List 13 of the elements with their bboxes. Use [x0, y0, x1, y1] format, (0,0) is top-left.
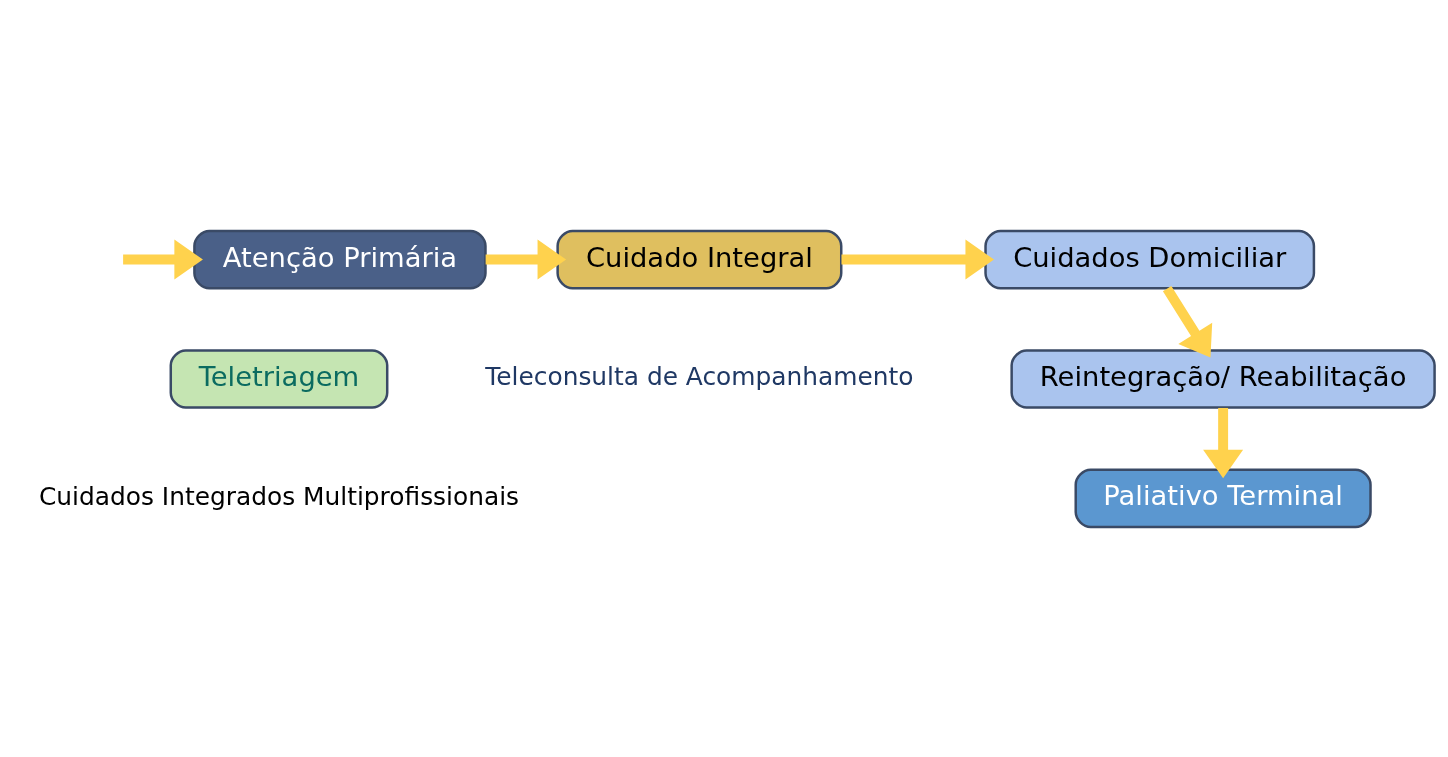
arrow [1203, 407, 1244, 478]
arrow [123, 239, 203, 280]
node-box: Cuidados Domiciliar [984, 229, 1316, 289]
node-box: Cuidado Integral [556, 229, 843, 289]
node-box: Paliativo Terminal [1074, 468, 1372, 528]
node-box: Reintegração/ Reabilitação [1010, 348, 1436, 409]
arrow [485, 239, 567, 280]
label: Cuidados Integrados Multiprofissionais [38, 481, 520, 511]
node-box: Atenção Primária [193, 229, 487, 289]
node-box: Teletriagem [169, 348, 389, 409]
arrow [841, 239, 995, 280]
label: Teleconsulta de Acompanhamento [485, 361, 914, 391]
arrow [1162, 285, 1213, 358]
